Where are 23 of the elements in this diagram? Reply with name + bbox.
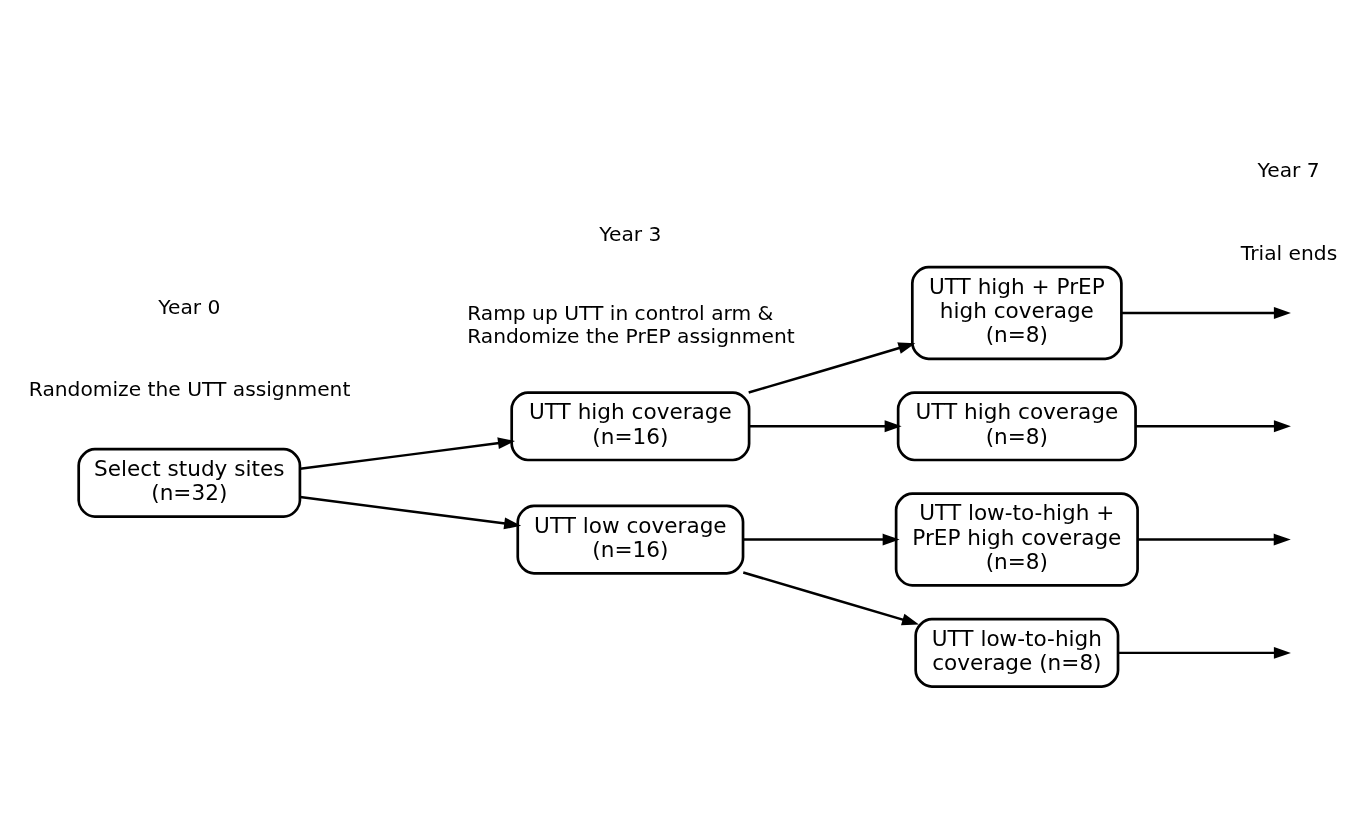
node-box: UTT low coverage (n=16) (516, 504, 745, 575)
label: Trial ends (1240, 240, 1338, 265)
label: Ramp up UTT in control arm & Randomize the PrEP assignment (467, 300, 795, 348)
arrow (749, 419, 902, 432)
arrow (300, 436, 515, 470)
arrow (1135, 419, 1291, 432)
label: Year 3 (599, 221, 662, 246)
arrow (1137, 533, 1291, 546)
node-box: Select study sites (n=32) (77, 447, 302, 518)
arrow (300, 495, 522, 529)
arrow (743, 533, 900, 546)
arrow (1121, 306, 1291, 319)
node-box: UTT high + PrEP high coverage (n=8) (910, 265, 1123, 360)
label: Randomize the UTT assignment (28, 376, 351, 401)
node-box: UTT low-to-high coverage (n=8) (914, 617, 1120, 688)
arrow (748, 341, 916, 394)
node-box: UTT low-to-high + PrEP high coverage (n=8) (894, 491, 1139, 587)
label: Year 7 (1257, 157, 1320, 182)
label: Year 0 (158, 294, 221, 319)
node-box: UTT high coverage (n=16) (510, 390, 751, 461)
arrow (742, 570, 920, 625)
node-box: UTT high coverage (n=8) (896, 390, 1137, 461)
arrow (1118, 646, 1291, 659)
